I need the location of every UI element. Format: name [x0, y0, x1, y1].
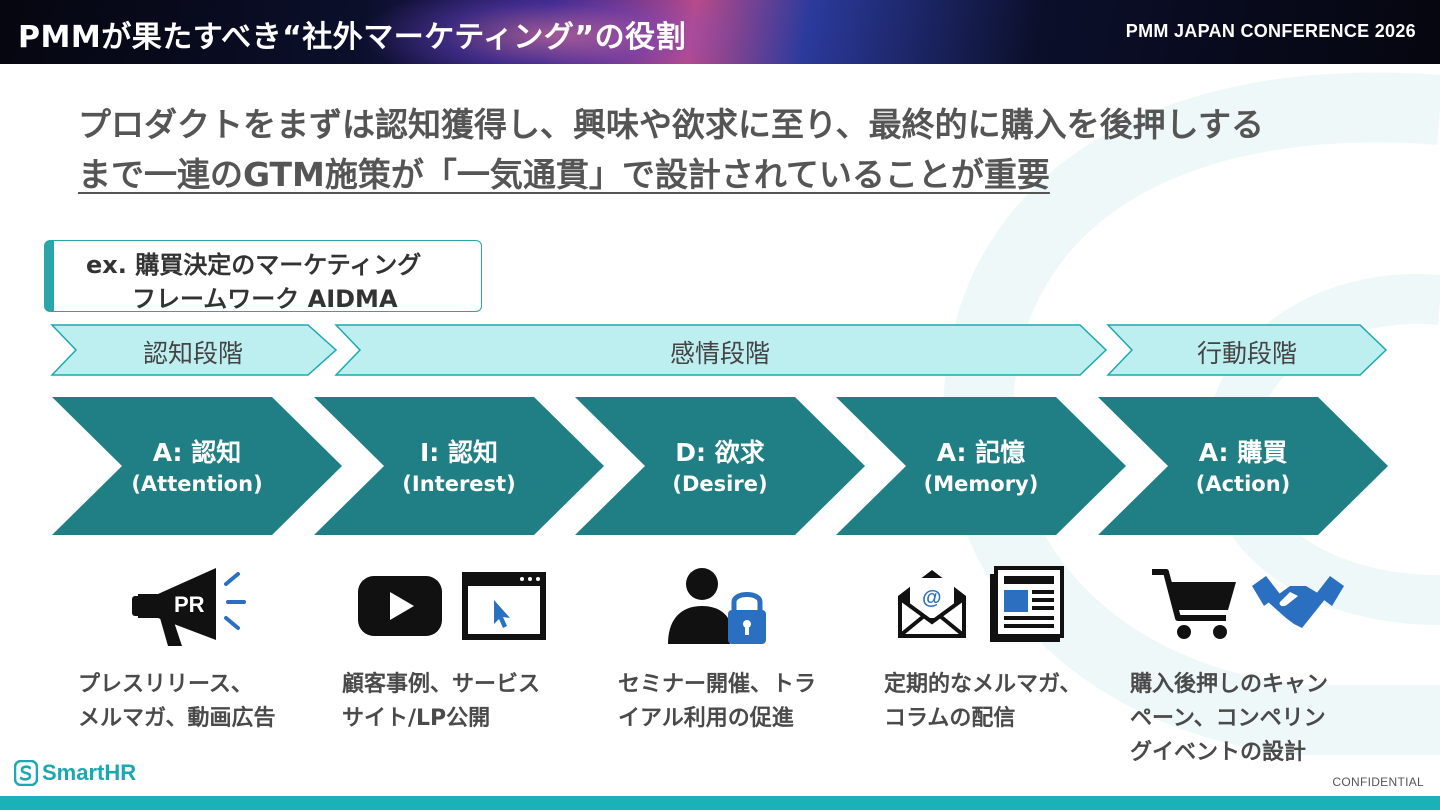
stage-label-emotion: 感情段階 — [669, 339, 770, 368]
step-attention-title: A: 認知 — [152, 438, 242, 467]
step-desire-title: D: 欲求 — [675, 438, 765, 467]
stage-label-cognition: 認知段階 — [142, 339, 243, 368]
megaphone-icon: PR — [132, 568, 246, 646]
conference-name: PMM JAPAN CONFERENCE 2026 — [1125, 21, 1416, 41]
video-play-icon — [358, 576, 442, 636]
description-interest-line-1: 顧客事例、サービス — [342, 672, 541, 697]
description-desire-line-1: セミナー開催、トラ — [618, 672, 817, 697]
description-action-line-1: 購入後押しのキャン — [1130, 672, 1329, 697]
shopping-cart-icon — [1152, 569, 1236, 639]
description-attention-line-2: メルマガ、動画広告 — [78, 706, 276, 731]
step-action-sub: (Action) — [1195, 472, 1291, 496]
example-box: ex. 購買決定のマーケティング フレームワーク AIDMA — [44, 240, 482, 313]
email-envelope-icon: @ — [898, 570, 966, 638]
newspaper-icon — [990, 566, 1064, 642]
slide-title: PMMが果たすべき“社外マーケティング”の役割 — [18, 20, 687, 55]
confidential-label: CONFIDENTIAL — [1332, 775, 1424, 789]
step-action: A: 購買 (Action) — [1138, 436, 1348, 498]
description-interest: 顧客事例、サービス サイト/LP公開 — [342, 668, 540, 736]
step-desire: D: 欲求 (Desire) — [615, 436, 825, 498]
example-line-1: ex. 購買決定のマーケティング — [86, 251, 422, 279]
step-memory-sub: (Memory) — [923, 472, 1039, 496]
footer-bar — [0, 796, 1440, 810]
step-desire-sub: (Desire) — [672, 472, 768, 496]
step-interest: I: 認知 (Interest) — [354, 436, 564, 498]
smarthr-logo-text: SmartHR — [42, 760, 137, 785]
user-lock-icon — [668, 568, 766, 644]
smarthr-logo: SmartHR — [14, 760, 136, 786]
step-action-title: A: 購買 — [1198, 438, 1288, 467]
example-line-2: フレームワーク AIDMA — [132, 285, 398, 313]
handshake-icon — [1252, 576, 1344, 628]
description-memory: 定期的なメルマガ、 コラムの配信 — [884, 668, 1082, 736]
browser-window-icon — [462, 572, 546, 640]
description-attention: プレスリリース、 メルマガ、動画広告 — [78, 668, 276, 736]
description-action-line-3: グイベントの設計 — [1130, 740, 1307, 765]
description-attention-line-1: プレスリリース、 — [78, 672, 253, 697]
headline-line-1: プロダクトをまずは認知獲得し、興味や欲求に至り、最終的に購入を後押しする — [78, 105, 1265, 144]
description-interest-line-2: サイト/LP公開 — [342, 706, 491, 731]
description-desire-line-2: イアル利用の促進 — [618, 706, 794, 731]
email-at-symbol: @ — [922, 587, 942, 609]
description-action-line-2: ペーン、コンペリン — [1130, 706, 1326, 731]
step-interest-sub: (Interest) — [402, 472, 516, 496]
step-memory: A: 記憶 (Memory) — [876, 436, 1086, 498]
step-interest-title: I: 認知 — [419, 438, 498, 467]
headline: プロダクトをまずは認知獲得し、興味や欲求に至り、最終的に購入を後押しする まで一… — [78, 100, 1398, 200]
pr-label: PR — [174, 592, 205, 617]
description-action: 購入後押しのキャン ペーン、コンペリン グイベントの設計 — [1130, 668, 1328, 770]
step-memory-title: A: 記憶 — [936, 438, 1026, 467]
description-desire: セミナー開催、トラ イアル利用の促進 — [618, 668, 816, 736]
step-attention-sub: (Attention) — [131, 472, 263, 496]
description-memory-line-1: 定期的なメルマガ、 — [884, 672, 1082, 697]
description-memory-line-2: コラムの配信 — [884, 706, 1016, 731]
header-glow — [360, 0, 740, 64]
smarthr-logo-icon — [14, 760, 38, 786]
step-attention: A: 認知 (Attention) — [92, 436, 302, 498]
header-bar: PMMが果たすべき“社外マーケティング”の役割 PMM JAPAN CONFER… — [0, 0, 1440, 64]
headline-line-2: まで一連のGTM施策が「一気通貫」で設計されていることが重要 — [78, 155, 1050, 194]
stage-label-action: 行動段階 — [1196, 339, 1297, 368]
